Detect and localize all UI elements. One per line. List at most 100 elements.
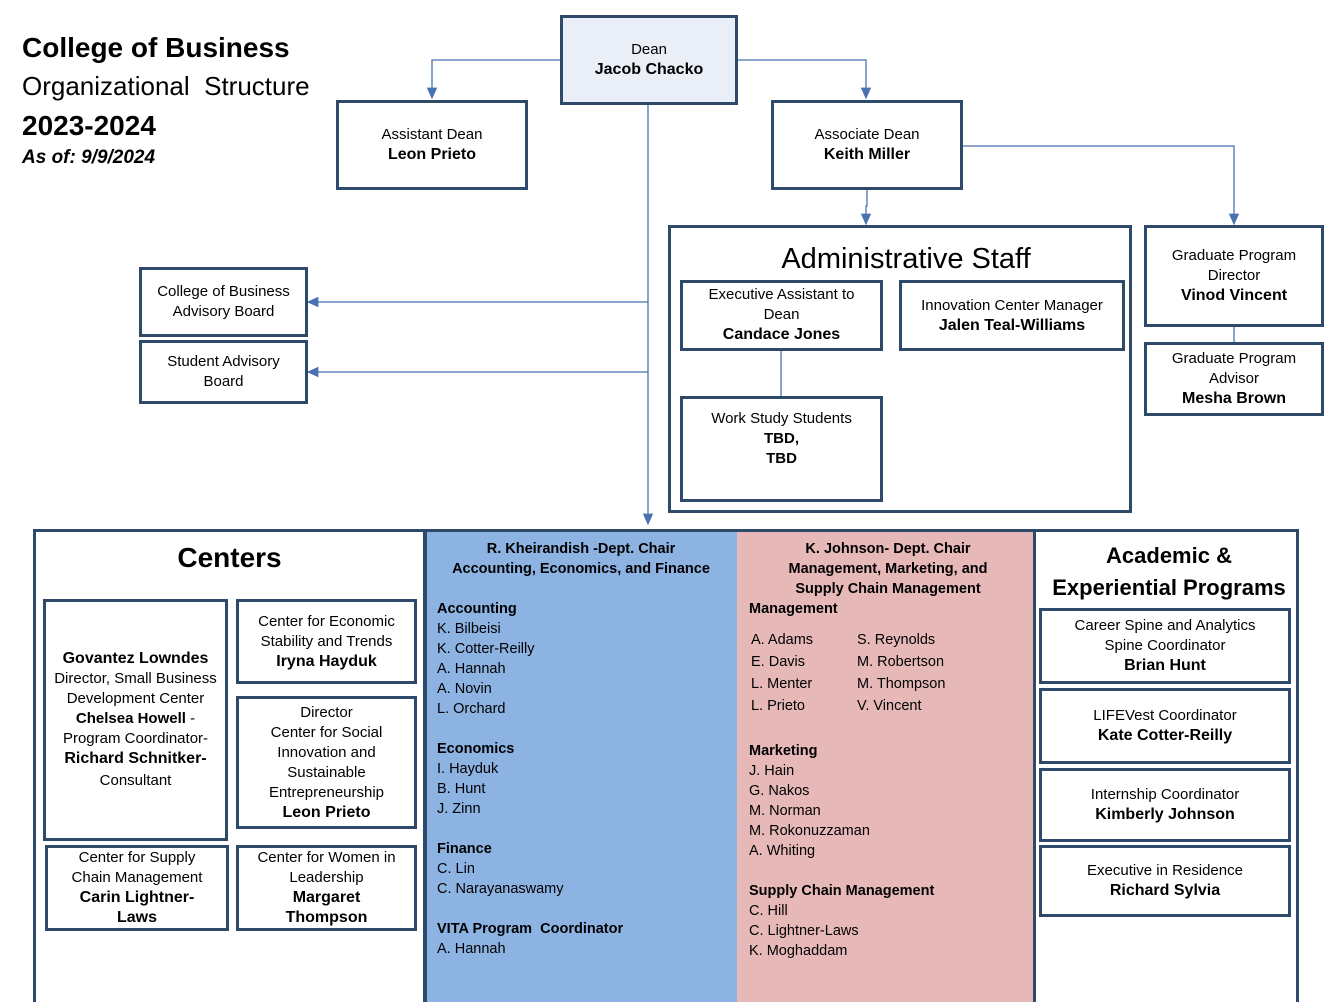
aef-finance-heading: Finance <box>437 841 492 857</box>
page-title: College of Business <box>22 32 290 63</box>
grad-director-role: Graduate Program Director <box>1171 247 1297 284</box>
aef-economics-heading: Economics <box>437 741 515 757</box>
mms-management-member: V. Vincent <box>857 698 922 714</box>
economic-center-role: Center for Economic Stability and Trends <box>258 612 395 650</box>
women-leadership-box: Center for Women in Leadership Margaret … <box>236 845 417 931</box>
eir-box: Executive in Residence Richard Sylvia <box>1039 845 1291 917</box>
admin-staff-container: Administrative Staff <box>668 225 1132 513</box>
exec-assistant-name: Candace Jones <box>722 326 841 343</box>
aef-economics-member: B. Hunt <box>437 781 486 797</box>
college-advisory-board-label: College of Business Advisory Board <box>157 283 290 320</box>
work-study-name-1: TBD, <box>764 430 799 447</box>
mms-management-member: A. Adams <box>751 632 814 648</box>
mms-marketing-member: M. Rokonuzzaman <box>749 823 870 839</box>
economic-center-name: Iryna Hayduk <box>276 652 377 670</box>
sbdc-coordinator-line: Chelsea Howell - <box>76 709 195 729</box>
centers-title: Centers <box>177 542 282 573</box>
eir-role: Executive in Residence <box>1087 862 1243 879</box>
mms-management-member: M. Thompson <box>857 676 946 692</box>
admin-staff-title: Administrative Staff <box>781 243 1031 275</box>
header: College of Business Organizational Struc… <box>22 30 342 170</box>
assistant-dean-name: Leon Prieto <box>387 146 476 163</box>
aef-economics-member: I. Hayduk <box>437 761 499 777</box>
student-advisory-board-box: Student Advisory Board <box>139 340 308 404</box>
dept-mms-panel: K. Johnson- Dept. Chair Management, Mark… <box>737 529 1035 1002</box>
aef-finance-member: C. Narayanaswamy <box>437 881 564 897</box>
year-label: 2023-2024 <box>22 110 156 141</box>
work-study-name-2: TBD <box>766 450 797 467</box>
assistant-dean-role: Assistant Dean <box>381 126 483 143</box>
dept-aef-name: Accounting, Economics, and Finance <box>452 561 710 577</box>
lifevest-role: LIFEVest Coordinator <box>1093 707 1237 724</box>
dept-aef-panel: R. Kheirandish -Dept. Chair Accounting, … <box>424 529 737 1002</box>
mms-management-list: A. Adams E. Davis L. Menter L. Prieto S.… <box>749 629 1027 717</box>
career-spine-role: Career Spine and Analytics Spine Coordin… <box>1074 617 1256 654</box>
women-leadership-role: Center for Women in Leadership <box>257 849 396 886</box>
student-advisory-board-label: Student Advisory Board <box>167 353 280 390</box>
aef-economics-member: J. Zinn <box>437 801 481 817</box>
sbdc-coordinator-name: Chelsea Howell <box>75 710 186 727</box>
aef-accounting-member: A. Novin <box>437 681 492 697</box>
eir-name: Richard Sylvia <box>1109 882 1221 899</box>
innovation-manager-name: Jalen Teal-Williams <box>938 316 1086 334</box>
exec-assistant-box: Executive Assistant to Dean Candace Jone… <box>680 280 883 351</box>
sbdc-director-role: Director, Small Business Development Cen… <box>54 670 217 707</box>
aef-accounting-member: K. Cotter-Reilly <box>437 641 535 657</box>
work-study-box: Work Study Students TBD, TBD <box>680 396 883 502</box>
internship-name: Kimberly Johnson <box>1095 806 1235 823</box>
dept-aef-chair: R. Kheirandish -Dept. Chair <box>486 541 676 557</box>
social-innovation-box: Director Center for Social Innovation an… <box>236 696 417 829</box>
mms-scm-member: C. Hill <box>749 903 788 919</box>
dean-box: Dean Jacob Chacko <box>560 15 738 105</box>
mms-marketing-member: J. Hain <box>749 763 795 779</box>
mms-marketing-member: G. Nakos <box>749 783 810 799</box>
aef-accounting-member: K. Bilbeisi <box>437 621 501 637</box>
internship-box: Internship Coordinator Kimberly Johnson <box>1039 768 1291 842</box>
associate-dean-name: Keith Miller <box>823 146 911 163</box>
sbdc-consultant-role: Consultant <box>99 772 172 789</box>
mms-management-col-2: S. Reynolds M. Robertson M. Thompson V. … <box>857 629 945 717</box>
grad-advisor-box: Graduate Program Advisor Mesha Brown <box>1144 342 1324 416</box>
mms-marketing-member: M. Norman <box>749 803 821 819</box>
sbdc-consultant-name: Richard Schnitker- <box>64 750 207 767</box>
lifevest-box: LIFEVest Coordinator Kate Cotter-Reilly <box>1039 688 1291 764</box>
aef-vita-member: A. Hannah <box>437 941 506 957</box>
sbdc-coordinator-role: Program Coordinator- <box>62 730 209 747</box>
social-innovation-title: Director <box>300 703 353 721</box>
lifevest-name: Kate Cotter-Reilly <box>1097 727 1233 744</box>
college-advisory-board-box: College of Business Advisory Board <box>139 267 308 337</box>
mms-management-member: S. Reynolds <box>857 632 936 648</box>
mms-management-member: L. Prieto <box>751 698 805 714</box>
sbdc-coordinator-dash: - <box>185 710 196 727</box>
economic-center-box: Center for Economic Stability and Trends… <box>236 599 417 684</box>
grad-director-box: Graduate Program Director Vinod Vincent <box>1144 225 1324 327</box>
exec-assistant-role: Executive Assistant to Dean <box>708 286 855 323</box>
aef-accounting-member: L. Orchard <box>437 701 506 717</box>
grad-director-name: Vinod Vincent <box>1180 287 1288 304</box>
internship-role: Internship Coordinator <box>1090 786 1240 803</box>
women-leadership-name: Margaret Thompson <box>285 889 368 926</box>
mms-scm-member: K. Moghaddam <box>749 943 848 959</box>
associate-dean-role: Associate Dean <box>814 126 920 143</box>
as-of-date: As of: 9/9/2024 <box>22 147 156 168</box>
sbdc-box: Govantez Lowndes Director, Small Busines… <box>43 599 228 841</box>
supply-chain-center-box: Center for Supply Chain Management Carin… <box>45 845 229 931</box>
mms-scm-member: C. Lightner-Laws <box>749 923 859 939</box>
dean-name: Jacob Chacko <box>594 61 704 78</box>
mms-management-col-1: A. Adams E. Davis L. Menter L. Prieto <box>751 629 857 717</box>
dept-mms-name: Management, Marketing, and Supply Chain … <box>788 561 988 597</box>
academic-title: Academic & Experiential Programs <box>1052 543 1286 600</box>
mms-management-member: L. Menter <box>751 676 813 692</box>
mms-marketing-member: A. Whiting <box>749 843 816 859</box>
mms-management-member: E. Davis <box>751 654 805 670</box>
dean-role: Dean <box>631 41 667 58</box>
innovation-manager-role: Innovation Center Manager <box>921 296 1103 314</box>
aef-accounting-member: A. Hannah <box>437 661 506 677</box>
social-innovation-role: Center for Social Innovation and Sustain… <box>268 723 385 801</box>
mms-marketing-heading: Marketing <box>749 743 818 759</box>
grad-advisor-name: Mesha Brown <box>1181 390 1286 407</box>
associate-dean-box: Associate Dean Keith Miller <box>771 100 963 190</box>
mms-management-member: M. Robertson <box>857 654 945 670</box>
sbdc-director-name: Govantez Lowndes <box>62 650 209 667</box>
